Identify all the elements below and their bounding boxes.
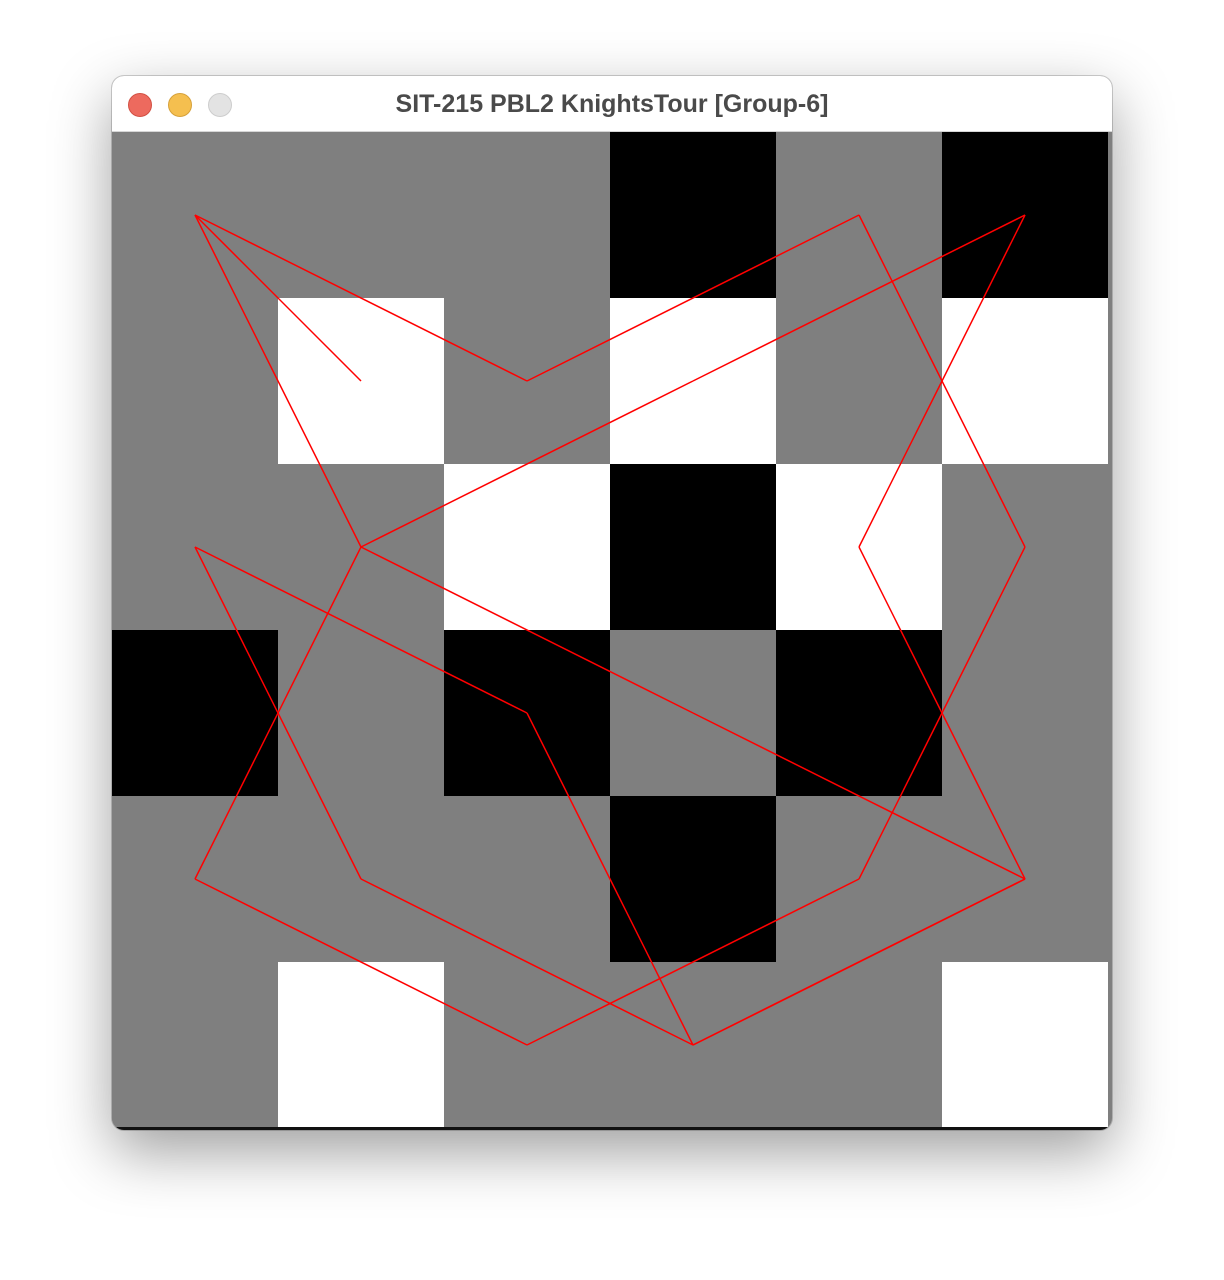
board-square-r0-c2[interactable] [444,132,610,298]
board-square-r1-c4[interactable] [776,298,942,464]
tour-move-21 [194,214,362,382]
zoom-window-button[interactable] [208,93,232,117]
window-bottom-edge [112,1127,1112,1130]
tour-move-15 [194,546,528,714]
board-square-r5-c1[interactable] [278,962,444,1128]
board-square-r1-c0[interactable] [112,298,278,464]
board-square-r4-c2[interactable] [444,796,610,962]
board-square-r0-c3[interactable] [610,132,776,298]
tour-move-10 [858,214,1026,548]
board-square-r2-c3[interactable] [610,464,776,630]
tour-move-16 [526,712,694,1046]
board-square-r5-c5[interactable] [942,962,1108,1128]
board-square-r5-c4[interactable] [776,962,942,1128]
board-square-r3-c1[interactable] [278,630,444,796]
tour-move-8 [360,380,694,548]
board-square-r4-c3[interactable] [610,796,776,962]
tour-move-13 [360,878,694,1046]
knight-tour-path [194,214,1026,1046]
app-window: SIT-215 PBL2 KnightsTour [Group-6] [112,76,1112,1130]
board-square-r0-c1[interactable] [278,132,444,298]
board-square-r1-c5[interactable] [942,298,1108,464]
board-square-r3-c5[interactable] [942,630,1108,796]
board-square-r2-c2[interactable] [444,464,610,630]
close-window-button[interactable] [128,93,152,117]
board-square-r3-c0[interactable] [112,630,278,796]
knights-tour-board [112,132,1108,1128]
minimize-window-button[interactable] [168,93,192,117]
tour-move-20 [194,214,362,548]
tour-move-9 [692,214,1026,382]
tour-move-2 [526,214,860,382]
tour-move-14 [194,546,362,880]
board-square-r5-c0[interactable] [112,962,278,1128]
board-square-r3-c4[interactable] [776,630,942,796]
title-bar[interactable]: SIT-215 PBL2 KnightsTour [Group-6] [112,76,1112,132]
tour-move-5 [526,878,860,1046]
tour-move-19 [360,546,694,714]
window-title: SIT-215 PBL2 KnightsTour [Group-6] [395,90,829,118]
tour-move-1 [194,214,528,382]
tour-move-18 [692,712,1026,880]
tour-move-17 [692,878,1026,1046]
tour-move-11 [858,546,1026,880]
tour-move-6 [194,878,528,1046]
